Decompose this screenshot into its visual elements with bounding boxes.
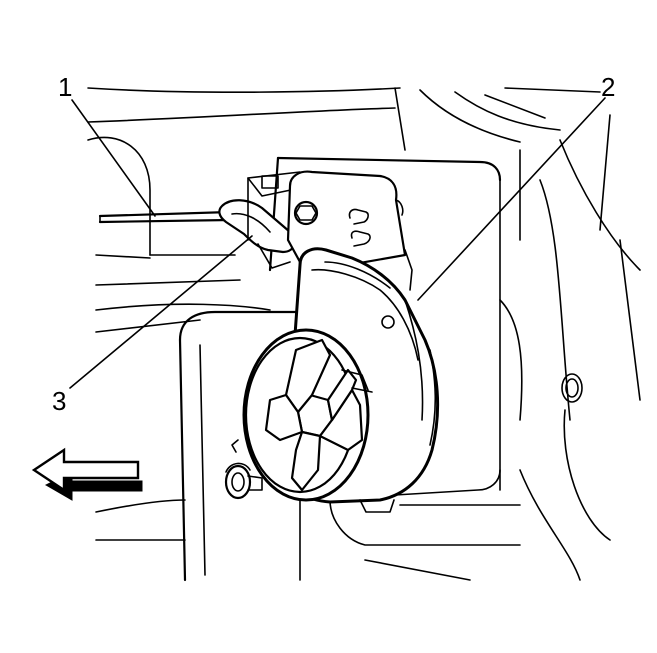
leader-line-1 [71, 99, 156, 217]
leader-line-2 [417, 97, 606, 301]
background-structure [87, 87, 641, 582]
mounting-bracket [286, 170, 407, 272]
leader-line-3 [69, 235, 253, 389]
leader-lines [69, 97, 606, 389]
retainer-clip [224, 462, 263, 500]
callout-label-1: 1 [58, 72, 72, 102]
callout-label-3: 3 [52, 386, 66, 416]
callout-label-2: 2 [601, 72, 615, 102]
cable-spool [231, 328, 373, 502]
direction-arrow-left-icon [31, 447, 143, 501]
release-lever [218, 171, 311, 269]
release-cable [98, 210, 232, 224]
